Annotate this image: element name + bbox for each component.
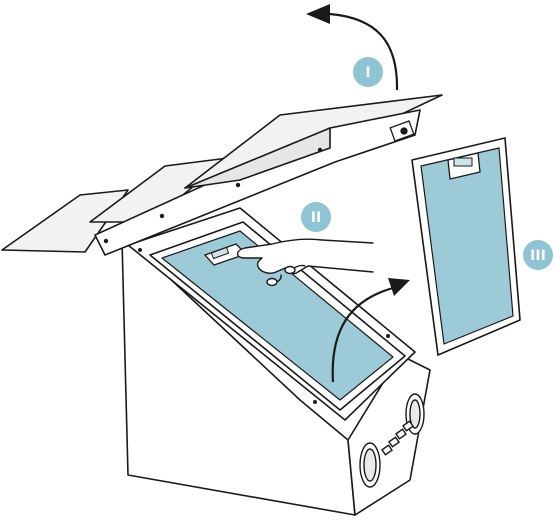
screw [386, 334, 390, 338]
left-port-inner [363, 448, 377, 482]
control-button [381, 444, 393, 456]
step-badge-1: I [353, 57, 383, 87]
control-button [388, 436, 400, 448]
curved-arrow-icon [329, 12, 399, 91]
step-badge-3: III [523, 240, 553, 270]
removal-arrow [331, 278, 410, 383]
frame-screws [138, 248, 390, 404]
step-badge-2: II [301, 202, 331, 232]
raised-panels [1, 94, 443, 256]
arrowhead [306, 4, 330, 24]
rivet [103, 238, 109, 244]
rivet [235, 182, 241, 188]
panel-rivets [103, 147, 323, 244]
handle-slot [453, 157, 473, 167]
right-port-inner [409, 399, 421, 429]
control-button [402, 420, 414, 432]
screw [138, 248, 142, 252]
control-button [395, 428, 407, 440]
hand-icon [236, 238, 374, 287]
panel-latch [389, 120, 415, 142]
latch-slot [210, 246, 230, 260]
panel-left [1, 189, 129, 253]
latch-knob [400, 127, 408, 135]
removed-filter [411, 137, 521, 356]
step-label-2: II [311, 210, 321, 226]
curved-arrow-icon [331, 286, 394, 383]
screw [313, 400, 317, 404]
step-label-1: I [365, 65, 370, 81]
control-buttons [381, 420, 414, 456]
rotation-arrow [306, 4, 399, 91]
installed-filter [138, 221, 406, 411]
rivet [317, 147, 323, 153]
step-label-3: III [530, 248, 546, 264]
panel-rim-top [184, 127, 331, 189]
control-panel [359, 393, 425, 488]
rivet [159, 213, 165, 219]
arrowhead [388, 278, 410, 296]
installed-filter-mesh [161, 230, 394, 401]
